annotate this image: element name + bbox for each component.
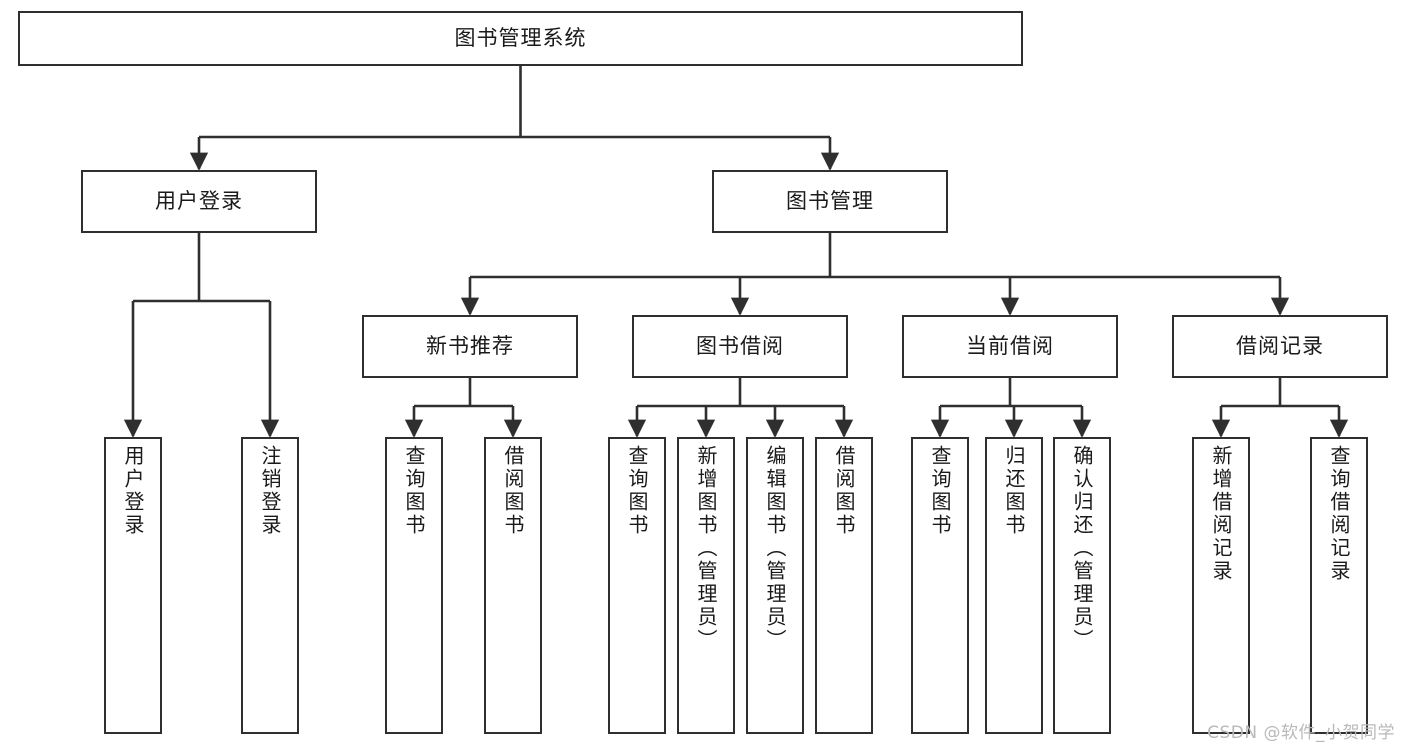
node-label: 用户登录 bbox=[155, 189, 243, 214]
node-label: 借阅记录 bbox=[1236, 334, 1324, 359]
node-leaf-confirm-return-admin: 确认归还（管理员） bbox=[1053, 437, 1111, 734]
node-label: 注销登录 bbox=[258, 445, 282, 537]
node-label: 借阅图书 bbox=[832, 445, 856, 537]
node-current-borrow: 当前借阅 bbox=[902, 315, 1118, 378]
node-label: 查询图书 bbox=[402, 445, 426, 537]
node-label: 查询图书 bbox=[625, 445, 649, 537]
node-new-book-recommend: 新书推荐 bbox=[362, 315, 578, 378]
node-borrow-records: 借阅记录 bbox=[1172, 315, 1388, 378]
node-label: 用户登录 bbox=[121, 445, 145, 537]
watermark-text: CSDN @软件_小贺同学 bbox=[1207, 723, 1395, 743]
node-leaf-borrow-books-recommend: 借阅图书 bbox=[484, 437, 542, 734]
node-user-login: 用户登录 bbox=[81, 170, 317, 233]
node-leaf-query-books-borrow: 查询图书 bbox=[608, 437, 666, 734]
node-label: 借阅图书 bbox=[501, 445, 525, 537]
node-label: 查询图书 bbox=[928, 445, 952, 537]
node-leaf-add-borrow-record: 新增借阅记录 bbox=[1192, 437, 1250, 734]
node-book-borrow: 图书借阅 bbox=[632, 315, 848, 378]
node-leaf-return-books: 归还图书 bbox=[985, 437, 1043, 734]
node-label: 新增借阅记录 bbox=[1209, 445, 1233, 583]
node-label: 图书管理 bbox=[786, 189, 874, 214]
node-root: 图书管理系统 bbox=[18, 11, 1023, 66]
node-label: 图书管理系统 bbox=[454, 26, 587, 51]
node-label: 图书借阅 bbox=[696, 334, 784, 359]
node-leaf-edit-book-admin: 编辑图书（管理员） bbox=[746, 437, 804, 734]
node-label: 新增图书（管理员） bbox=[694, 445, 718, 652]
node-label: 编辑图书（管理员） bbox=[763, 445, 787, 652]
node-leaf-user-logout: 注销登录 bbox=[241, 437, 299, 734]
node-leaf-user-login: 用户登录 bbox=[104, 437, 162, 734]
node-leaf-query-books-recommend: 查询图书 bbox=[385, 437, 443, 734]
node-leaf-add-book-admin: 新增图书（管理员） bbox=[677, 437, 735, 734]
node-label: 归还图书 bbox=[1002, 445, 1026, 537]
node-leaf-query-borrow-record: 查询借阅记录 bbox=[1310, 437, 1368, 734]
node-label: 新书推荐 bbox=[426, 334, 514, 359]
node-leaf-borrow-books-borrow: 借阅图书 bbox=[815, 437, 873, 734]
node-leaf-query-books-current: 查询图书 bbox=[911, 437, 969, 734]
node-label: 当前借阅 bbox=[966, 334, 1054, 359]
node-book-management: 图书管理 bbox=[712, 170, 948, 233]
node-label: 确认归还（管理员） bbox=[1070, 445, 1094, 652]
node-label: 查询借阅记录 bbox=[1327, 445, 1351, 583]
